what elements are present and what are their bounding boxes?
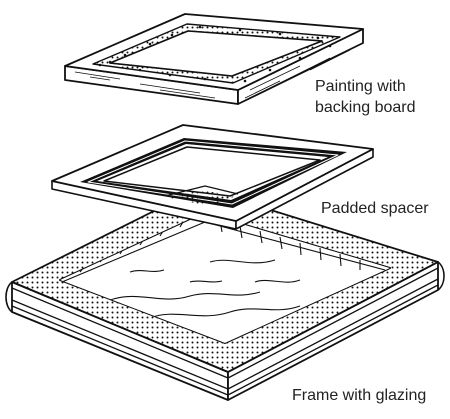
spacer-opening	[103, 146, 321, 197]
painting-with-backing-board	[64, 13, 364, 105]
spacer-label: Padded spacer	[321, 200, 429, 217]
glazing	[60, 213, 390, 343]
painting-canvas	[109, 30, 323, 77]
painting-label: Painting with backing board	[315, 78, 416, 116]
frame-with-glazing	[5, 187, 445, 401]
frame-label: Frame with glazing	[292, 387, 427, 404]
padded-spacer	[51, 124, 374, 230]
